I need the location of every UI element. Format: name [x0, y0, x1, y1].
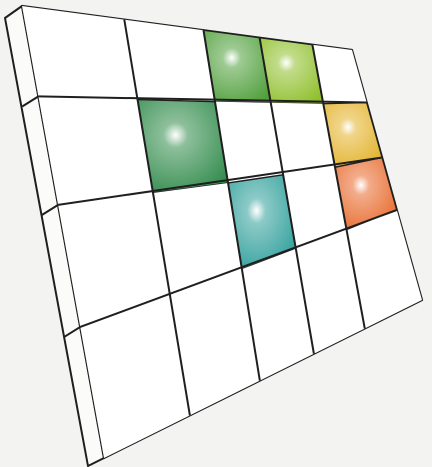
grid-cell	[22, 6, 138, 100]
grid-cell	[38, 96, 153, 204]
grid-cell	[124, 20, 215, 102]
